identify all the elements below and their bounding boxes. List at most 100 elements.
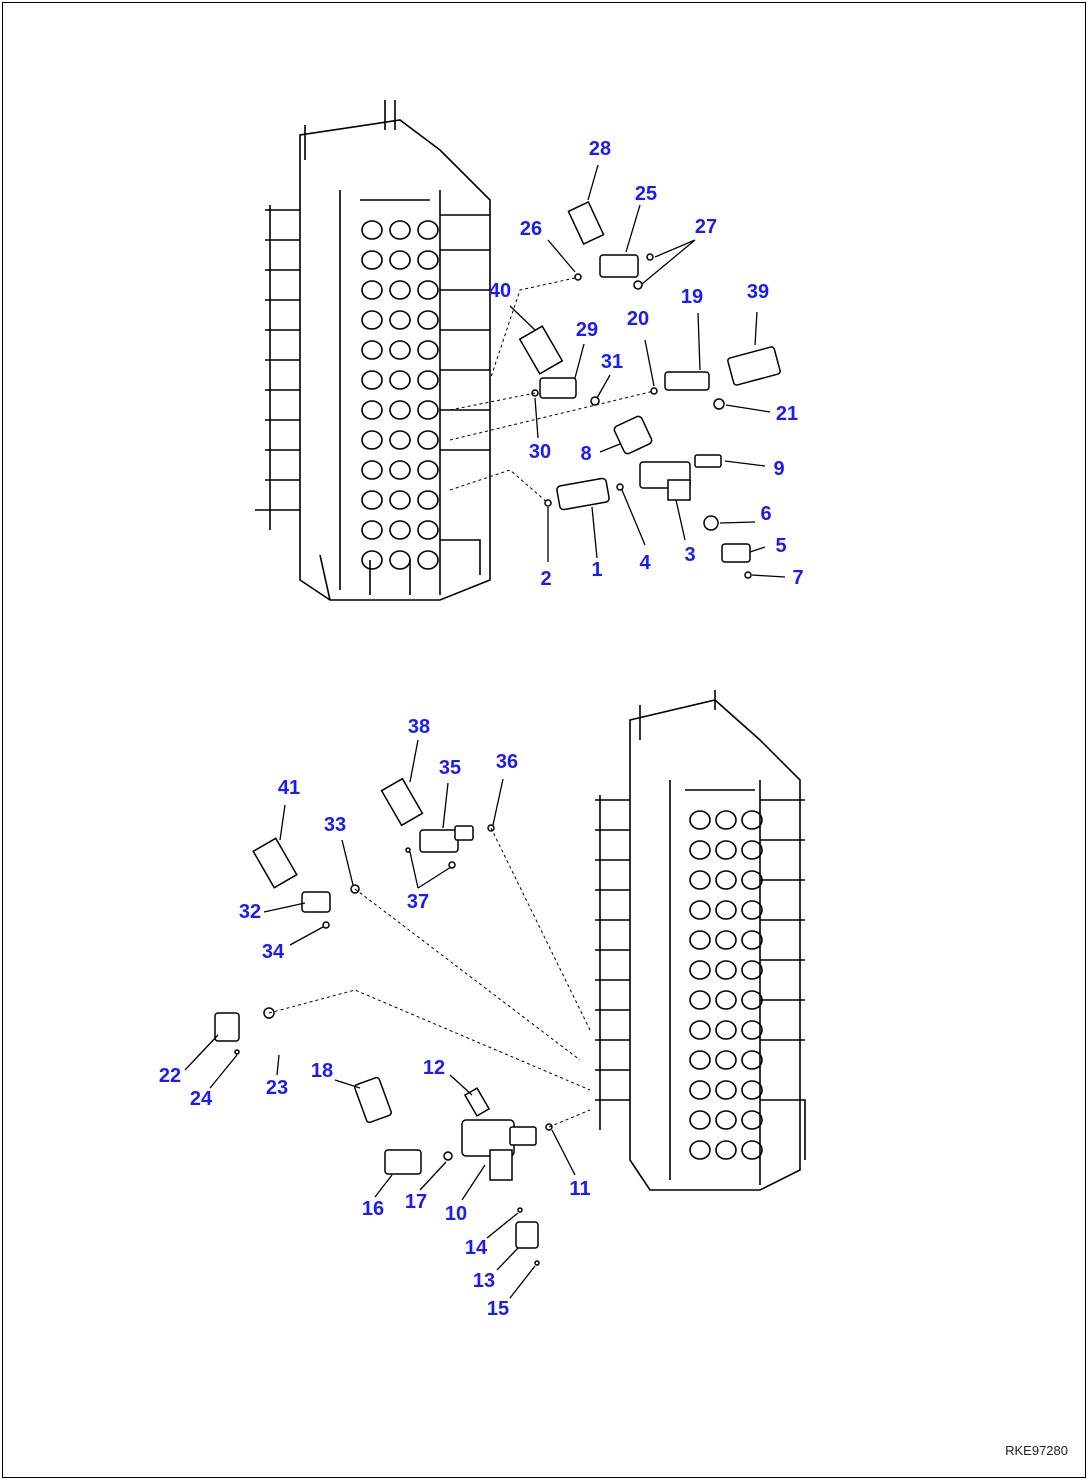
valve-ports-bottom <box>689 810 763 1160</box>
valve-ports-top <box>361 220 439 570</box>
valve-port <box>389 460 411 480</box>
valve-port <box>741 1080 763 1100</box>
valve-port <box>361 520 383 540</box>
callout-18: 18 <box>311 1060 333 1082</box>
valve-port <box>389 520 411 540</box>
assembly-lines <box>268 277 655 1128</box>
callout-22: 22 <box>159 1065 181 1087</box>
valve-port <box>417 250 439 270</box>
callout-10: 10 <box>445 1203 467 1225</box>
callout-15: 15 <box>487 1298 509 1320</box>
valve-port <box>741 930 763 950</box>
callout-26: 26 <box>520 218 542 240</box>
parts-bottom <box>214 777 553 1266</box>
valve-port <box>417 490 439 510</box>
valve-port <box>741 810 763 830</box>
valve-port <box>741 1140 763 1160</box>
valve-port <box>741 840 763 860</box>
valve-port <box>715 990 737 1010</box>
callout-37: 37 <box>407 891 429 913</box>
valve-port <box>417 550 439 570</box>
valve-port <box>361 550 383 570</box>
valve-port <box>361 490 383 510</box>
valve-port <box>417 220 439 240</box>
callout-labels: 28 25 26 27 40 19 39 29 20 31 21 30 8 9 … <box>159 138 804 1320</box>
valve-port <box>715 870 737 890</box>
valve-port <box>715 840 737 860</box>
callout-39: 39 <box>747 281 769 303</box>
valve-port <box>361 310 383 330</box>
valve-port <box>417 520 439 540</box>
callout-24: 24 <box>190 1088 213 1110</box>
callout-1: 1 <box>591 559 602 581</box>
valve-port <box>715 1080 737 1100</box>
callout-9: 9 <box>773 458 784 480</box>
valve-port <box>715 1020 737 1040</box>
valve-port <box>361 340 383 360</box>
valve-port <box>417 280 439 300</box>
valve-port <box>417 460 439 480</box>
valve-port <box>361 250 383 270</box>
callout-16: 16 <box>362 1198 384 1220</box>
valve-port <box>741 1110 763 1130</box>
callout-40: 40 <box>489 280 511 302</box>
callout-11: 11 <box>569 1178 590 1200</box>
valve-port <box>389 250 411 270</box>
drawing-reference: RKE97280 <box>1005 1443 1068 1458</box>
callout-28: 28 <box>589 138 611 160</box>
valve-port <box>741 870 763 890</box>
valve-port <box>715 960 737 980</box>
valve-port <box>689 900 711 920</box>
valve-port <box>741 900 763 920</box>
callout-3: 3 <box>684 544 695 566</box>
callout-19: 19 <box>681 286 703 308</box>
valve-port <box>741 990 763 1010</box>
valve-port <box>389 340 411 360</box>
valve-port <box>715 1140 737 1160</box>
valve-port <box>715 930 737 950</box>
callout-41: 41 <box>278 777 300 799</box>
callout-34: 34 <box>262 941 285 963</box>
valve-port <box>361 430 383 450</box>
valve-port <box>361 370 383 390</box>
callout-38: 38 <box>408 716 430 738</box>
valve-port <box>689 840 711 860</box>
valve-port <box>741 1020 763 1040</box>
valve-port <box>361 220 383 240</box>
valve-port <box>741 1050 763 1070</box>
valve-port <box>689 1020 711 1040</box>
callout-4: 4 <box>639 552 651 574</box>
callout-30: 30 <box>529 441 551 463</box>
callout-12: 12 <box>423 1057 445 1079</box>
callout-8: 8 <box>580 443 591 465</box>
callout-35: 35 <box>439 757 461 779</box>
valve-port <box>715 1050 737 1070</box>
valve-port <box>389 430 411 450</box>
valve-port <box>361 280 383 300</box>
callout-29: 29 <box>576 319 598 341</box>
valve-port <box>389 310 411 330</box>
callout-2: 2 <box>540 568 551 590</box>
callout-25: 25 <box>635 183 657 205</box>
callout-31: 31 <box>601 351 623 373</box>
parts-top <box>518 201 781 579</box>
valve-port <box>417 400 439 420</box>
callout-13: 13 <box>473 1270 495 1292</box>
valve-port <box>389 550 411 570</box>
valve-port <box>389 400 411 420</box>
valve-port <box>417 430 439 450</box>
valve-port <box>389 490 411 510</box>
callout-33: 33 <box>324 814 346 836</box>
callout-6: 6 <box>760 503 771 525</box>
callout-36: 36 <box>496 751 518 773</box>
valve-port <box>715 900 737 920</box>
valve-port <box>689 1140 711 1160</box>
callout-7: 7 <box>792 567 803 589</box>
callout-5: 5 <box>775 535 786 557</box>
valve-port <box>689 1050 711 1070</box>
valve-port <box>417 310 439 330</box>
callout-32: 32 <box>239 901 261 923</box>
valve-port <box>389 370 411 390</box>
